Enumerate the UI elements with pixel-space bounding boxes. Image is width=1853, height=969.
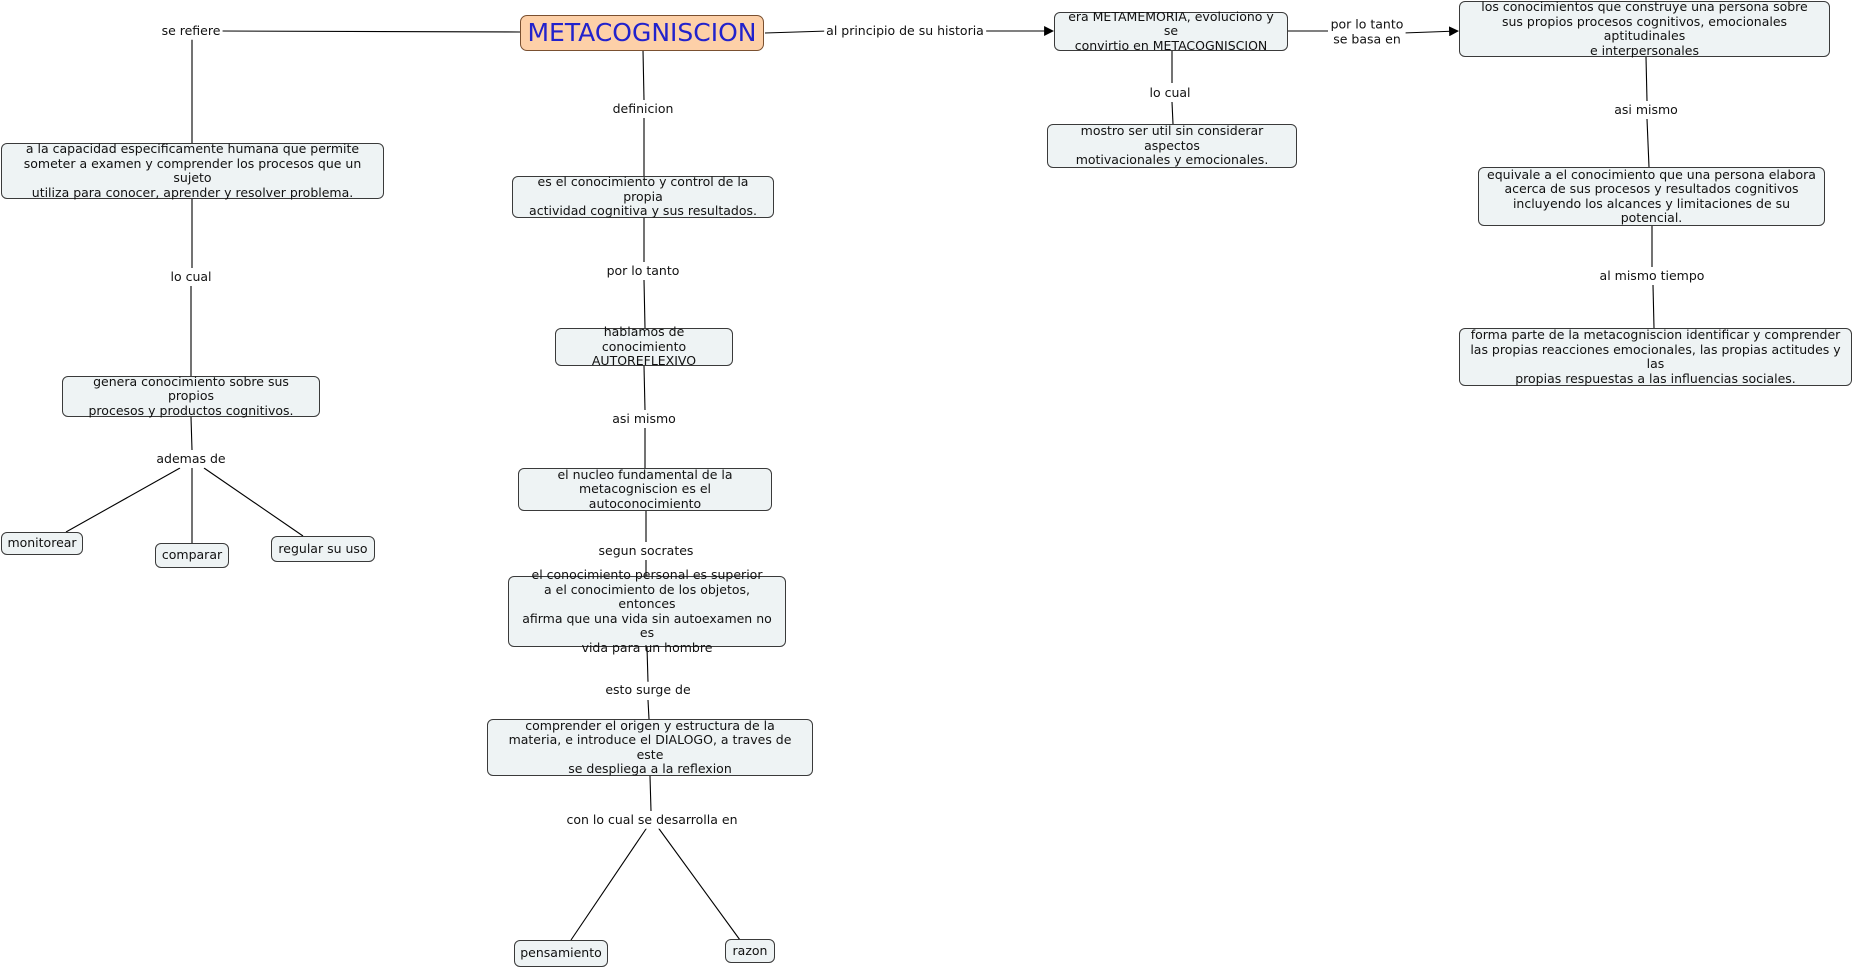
concept-comparar[interactable]: comparar — [155, 543, 229, 568]
edge-por-lo-tanto-hablamos — [643, 279, 646, 329]
concept-equivale[interactable]: equivale a el conocimiento que una perso… — [1478, 167, 1825, 226]
concept-forma[interactable]: forma parte de la metacogniscion identif… — [1459, 327, 1852, 386]
edge-ademas-regular — [203, 467, 304, 537]
edge-comprender-con-lo-cual — [649, 775, 652, 812]
edge-root-definicion — [642, 49, 645, 101]
concept-regular[interactable]: regular su uso — [271, 536, 375, 562]
edge-ademas-monitorear — [65, 467, 181, 533]
concept-capacidad[interactable]: a la capacidad especificamente humana qu… — [1, 141, 384, 199]
link-con-lo-cual: con lo cual se desarrolla en — [564, 811, 740, 829]
concept-pensamiento[interactable]: pensamiento — [514, 940, 608, 967]
link-lo-cual-right: lo cual — [1147, 84, 1193, 102]
link-ademas-de: ademas de — [154, 450, 228, 468]
link-esto-surge-de: esto surge de — [603, 681, 693, 699]
concept-razon[interactable]: razon — [725, 939, 775, 963]
concept-definicion[interactable]: es el conocimiento y control de la propi… — [512, 175, 774, 218]
concept-comprender[interactable]: comprender el origen y estructura de la … — [487, 718, 813, 776]
concept-genera[interactable]: genera conocimiento sobre sus propios pr… — [62, 374, 320, 418]
edge-al-mismo-forma — [1652, 284, 1655, 329]
concept-nucleo[interactable]: el nucleo fundamental de la metacognisci… — [518, 467, 772, 511]
edge-conocimientos-asi-mismo — [1645, 56, 1648, 102]
root-concept-metacogniscion[interactable]: METACOGNISCION — [520, 15, 764, 51]
concept-hablamos[interactable]: hablamos de conocimiento AUTOREFLEXIVO — [555, 325, 733, 368]
edge-con-lo-cual-razon — [656, 825, 741, 941]
link-lo-cual-left: lo cual — [168, 268, 214, 286]
link-al-mismo-tiempo: al mismo tiempo — [1597, 267, 1707, 285]
link-por-lo-tanto-center: por lo tanto — [604, 262, 682, 280]
concept-mostro[interactable]: mostro ser util sin considerar aspectos … — [1047, 124, 1297, 168]
edge-root-al-principio — [764, 30, 829, 34]
concept-conocimientos[interactable]: los conocimientos que construye una pers… — [1459, 0, 1830, 57]
link-asi-mismo-right: asi mismo — [1612, 101, 1680, 119]
concept-metamemoria[interactable]: era METAMEMORIA, evoluciono y se convirt… — [1054, 9, 1288, 53]
link-se-refiere: se refiere — [159, 22, 223, 40]
edge-hablamos-asi-mismo — [643, 365, 646, 411]
link-definicion: definicion — [610, 100, 676, 118]
edge-asi-mismo-equivale — [1646, 118, 1650, 168]
concept-monitorear[interactable]: monitorear — [1, 532, 83, 555]
link-segun-socrates: segun socrates — [596, 542, 696, 560]
edge-genera-ademas — [190, 416, 193, 451]
edge-root-se-refiere — [219, 30, 521, 33]
edge-personal-esto-surge — [646, 646, 649, 683]
link-asi-mismo-center: asi mismo — [610, 410, 678, 428]
link-por-lo-tanto-right: por lo tanto se basa en — [1328, 16, 1406, 48]
edge-por-lo-tanto-conocimientos — [1402, 26, 1459, 37]
link-al-principio: al principio de su historia — [824, 22, 986, 40]
edge-esto-surge-comprender — [647, 699, 650, 720]
edge-lo-cual-mostro — [1171, 101, 1174, 125]
concept-personal[interactable]: el conocimiento personal es superior a e… — [508, 567, 786, 654]
edge-con-lo-cual-pensamiento — [570, 825, 649, 941]
